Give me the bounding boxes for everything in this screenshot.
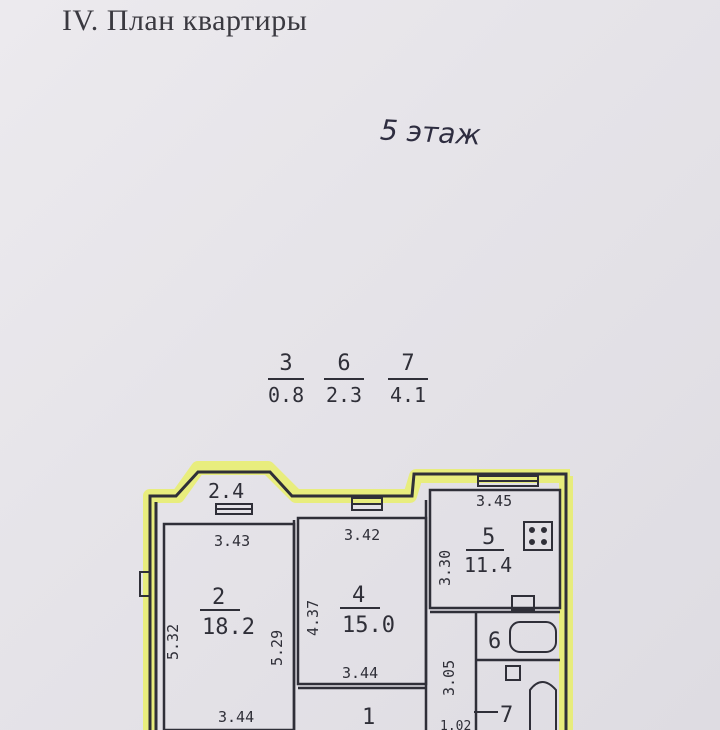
room2-length-inner: 5.29 <box>268 630 286 666</box>
small-dim: 1.02 <box>440 719 471 730</box>
outer-walls <box>148 470 568 730</box>
room4-number: 4 <box>352 583 365 608</box>
room5-area: 11.4 <box>464 553 512 577</box>
room2-width: 3.43 <box>214 532 250 550</box>
legend-area: 2.3 <box>325 383 363 407</box>
room4-area: 15.0 <box>342 613 395 638</box>
room4-bottom: 3.44 <box>342 664 378 682</box>
legend-area: 4.1 <box>389 383 427 407</box>
room4-length: 4.37 <box>304 600 322 636</box>
room2-area: 18.2 <box>202 615 255 640</box>
bathtub-icon <box>505 665 557 730</box>
room5-length: 3.30 <box>436 550 454 586</box>
room5-number: 5 <box>482 525 495 550</box>
legend-item-6: 6 2.3 <box>324 352 364 406</box>
corridor-dim: 3.05 <box>440 660 458 696</box>
sink-icon <box>509 595 557 653</box>
room7-number: 7 <box>500 703 513 728</box>
room5-width: 3.45 <box>476 492 512 510</box>
room1-number: 1 <box>362 705 375 730</box>
windows <box>139 475 539 597</box>
stove-icon <box>523 521 553 551</box>
interior-walls <box>162 488 562 730</box>
room6-number: 6 <box>488 629 501 654</box>
legend-number: 7 <box>401 351 415 376</box>
room2-bottom: 3.44 <box>218 708 254 726</box>
legend-item-7: 7 4.1 <box>388 352 428 406</box>
legend-item-3: 3 0.8 <box>268 352 304 406</box>
room4-width: 3.42 <box>344 526 380 544</box>
balcony-dim: 2.4 <box>208 479 244 503</box>
legend-number: 3 <box>279 351 293 376</box>
room2-number: 2 <box>212 585 225 610</box>
legend-area: 0.8 <box>268 383 305 407</box>
legend-number: 6 <box>337 351 351 376</box>
room2-length: 5.32 <box>164 624 182 660</box>
page-title: IV. План квартиры <box>62 4 308 37</box>
